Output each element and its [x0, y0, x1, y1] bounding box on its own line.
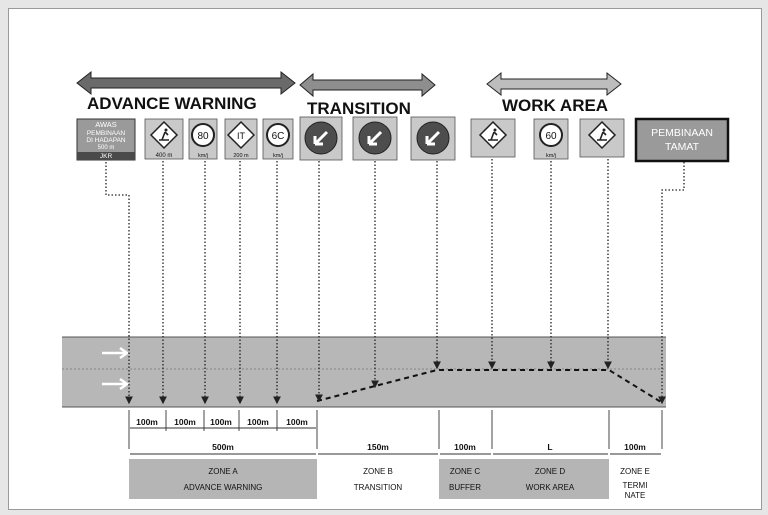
svg-text:NATE: NATE	[625, 491, 646, 500]
distance-label-1: 100m	[136, 417, 158, 427]
distance-label-zone-d: L	[547, 442, 552, 452]
diagram-frame: ADVANCE WARNING TRANSITION WORK AREA AWA…	[8, 8, 762, 510]
sign-location-pointers	[105, 159, 685, 405]
svg-text:ZONE B: ZONE B	[363, 467, 393, 476]
distance-label-3: 100m	[210, 417, 232, 427]
distance-label-zone-e: 100m	[624, 442, 646, 452]
svg-text:ZONE E: ZONE E	[620, 467, 650, 476]
zone-c-box: ZONE C BUFFER	[439, 459, 492, 499]
svg-text:AWAS: AWAS	[95, 120, 117, 129]
sign-men-at-work-3	[579, 118, 625, 158]
svg-text:km/j: km/j	[273, 153, 283, 159]
svg-text:ZONE A: ZONE A	[208, 467, 238, 476]
zone-d-box: ZONE D WORK AREA	[492, 459, 609, 499]
distance-label-zone-b: 150m	[367, 442, 389, 452]
svg-text:PEMBINAAN: PEMBINAAN	[651, 127, 713, 139]
svg-text:WORK AREA: WORK AREA	[526, 483, 575, 492]
distance-label-5: 100m	[286, 417, 308, 427]
sign-speed-limit-60-b: 60 km/j	[533, 118, 569, 160]
svg-text:500 m: 500 m	[98, 145, 115, 151]
svg-text:ADVANCE WARNING: ADVANCE WARNING	[184, 483, 263, 492]
zone-b-box: ZONE B TRANSITION	[317, 459, 439, 499]
svg-text:ZONE D: ZONE D	[535, 467, 565, 476]
sign-keep-left-arrow-3	[410, 116, 456, 161]
svg-text:6C: 6C	[272, 131, 285, 142]
sign-awas-pembinaan: AWAS PEMBINAAN DI HADAPAN 500 m JKR	[76, 118, 136, 161]
sign-keep-left-arrow-1	[299, 116, 343, 161]
svg-text:km/j: km/j	[546, 153, 556, 159]
svg-text:200 m: 200 m	[233, 153, 249, 159]
svg-text:400 m: 400 m	[156, 153, 173, 159]
cone-taper-line	[316, 369, 662, 403]
traffic-arrow-upper-lane	[102, 346, 130, 360]
sign-speed-limit-60-a: 6C km/j	[262, 118, 294, 160]
distance-label-zone-c: 100m	[454, 442, 476, 452]
traffic-arrow-lower-lane	[102, 377, 130, 391]
svg-text:ZONE C: ZONE C	[450, 467, 480, 476]
sign-men-at-work-2	[470, 118, 516, 158]
header-arrow-advance-warning	[76, 70, 296, 96]
header-transition: TRANSITION	[307, 99, 411, 118]
zone-e-box: ZONE E TERMI NATE	[609, 459, 662, 500]
svg-text:TAMAT: TAMAT	[665, 141, 700, 153]
work-zone-diagram: ADVANCE WARNING TRANSITION WORK AREA AWA…	[62, 70, 730, 500]
svg-text:IT: IT	[237, 131, 246, 141]
svg-text:DI HADAPAN: DI HADAPAN	[86, 137, 126, 144]
sign-men-at-work-1: 400 m	[144, 118, 184, 160]
header-advance-warning: ADVANCE WARNING	[87, 94, 257, 113]
header-work-area: WORK AREA	[502, 96, 608, 115]
sign-pembinaan-tamat: PEMBINAAN TAMAT	[634, 117, 730, 163]
header-arrow-work-area	[486, 71, 622, 97]
svg-text:BUFFER: BUFFER	[449, 483, 481, 492]
svg-text:km/j: km/j	[198, 153, 208, 159]
sign-road-narrows: IT 200 m	[224, 118, 258, 160]
svg-text:JKR: JKR	[100, 153, 113, 160]
svg-text:60: 60	[545, 131, 557, 142]
road	[62, 336, 666, 408]
svg-text:PEMBINAAN: PEMBINAAN	[87, 130, 126, 137]
svg-text:80: 80	[197, 131, 209, 142]
distance-label-zone-a: 500m	[212, 442, 234, 452]
sign-keep-left-arrow-2	[352, 116, 398, 161]
zone-a-box: ZONE A ADVANCE WARNING	[129, 459, 317, 499]
svg-text:TRANSITION: TRANSITION	[354, 483, 403, 492]
distance-label-4: 100m	[247, 417, 269, 427]
svg-text:TERMI: TERMI	[623, 481, 648, 490]
dimension-lines	[128, 410, 663, 455]
distance-label-2: 100m	[174, 417, 196, 427]
header-arrow-transition	[299, 72, 436, 98]
sign-speed-limit-80: 80 km/j	[188, 118, 218, 160]
